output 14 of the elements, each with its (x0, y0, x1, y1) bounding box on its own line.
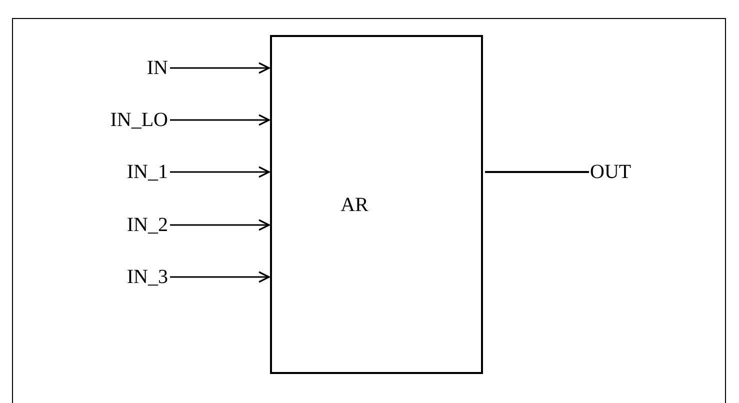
input-signal-label: IN_1 (126, 162, 168, 182)
arrow (170, 271, 270, 283)
block-label: AR (340, 194, 368, 214)
arrow (170, 219, 270, 231)
input-signal-label: IN_2 (126, 215, 168, 235)
output-signal-label: OUT (590, 162, 632, 182)
connector-line (485, 171, 589, 173)
arrow (170, 166, 270, 178)
arrow (170, 62, 270, 74)
arrow (170, 114, 270, 126)
function-block (270, 35, 483, 374)
input-signal-label: IN_LO (110, 110, 168, 130)
input-signal-label: IN (146, 58, 168, 78)
input-signal-label: IN_3 (126, 267, 168, 287)
